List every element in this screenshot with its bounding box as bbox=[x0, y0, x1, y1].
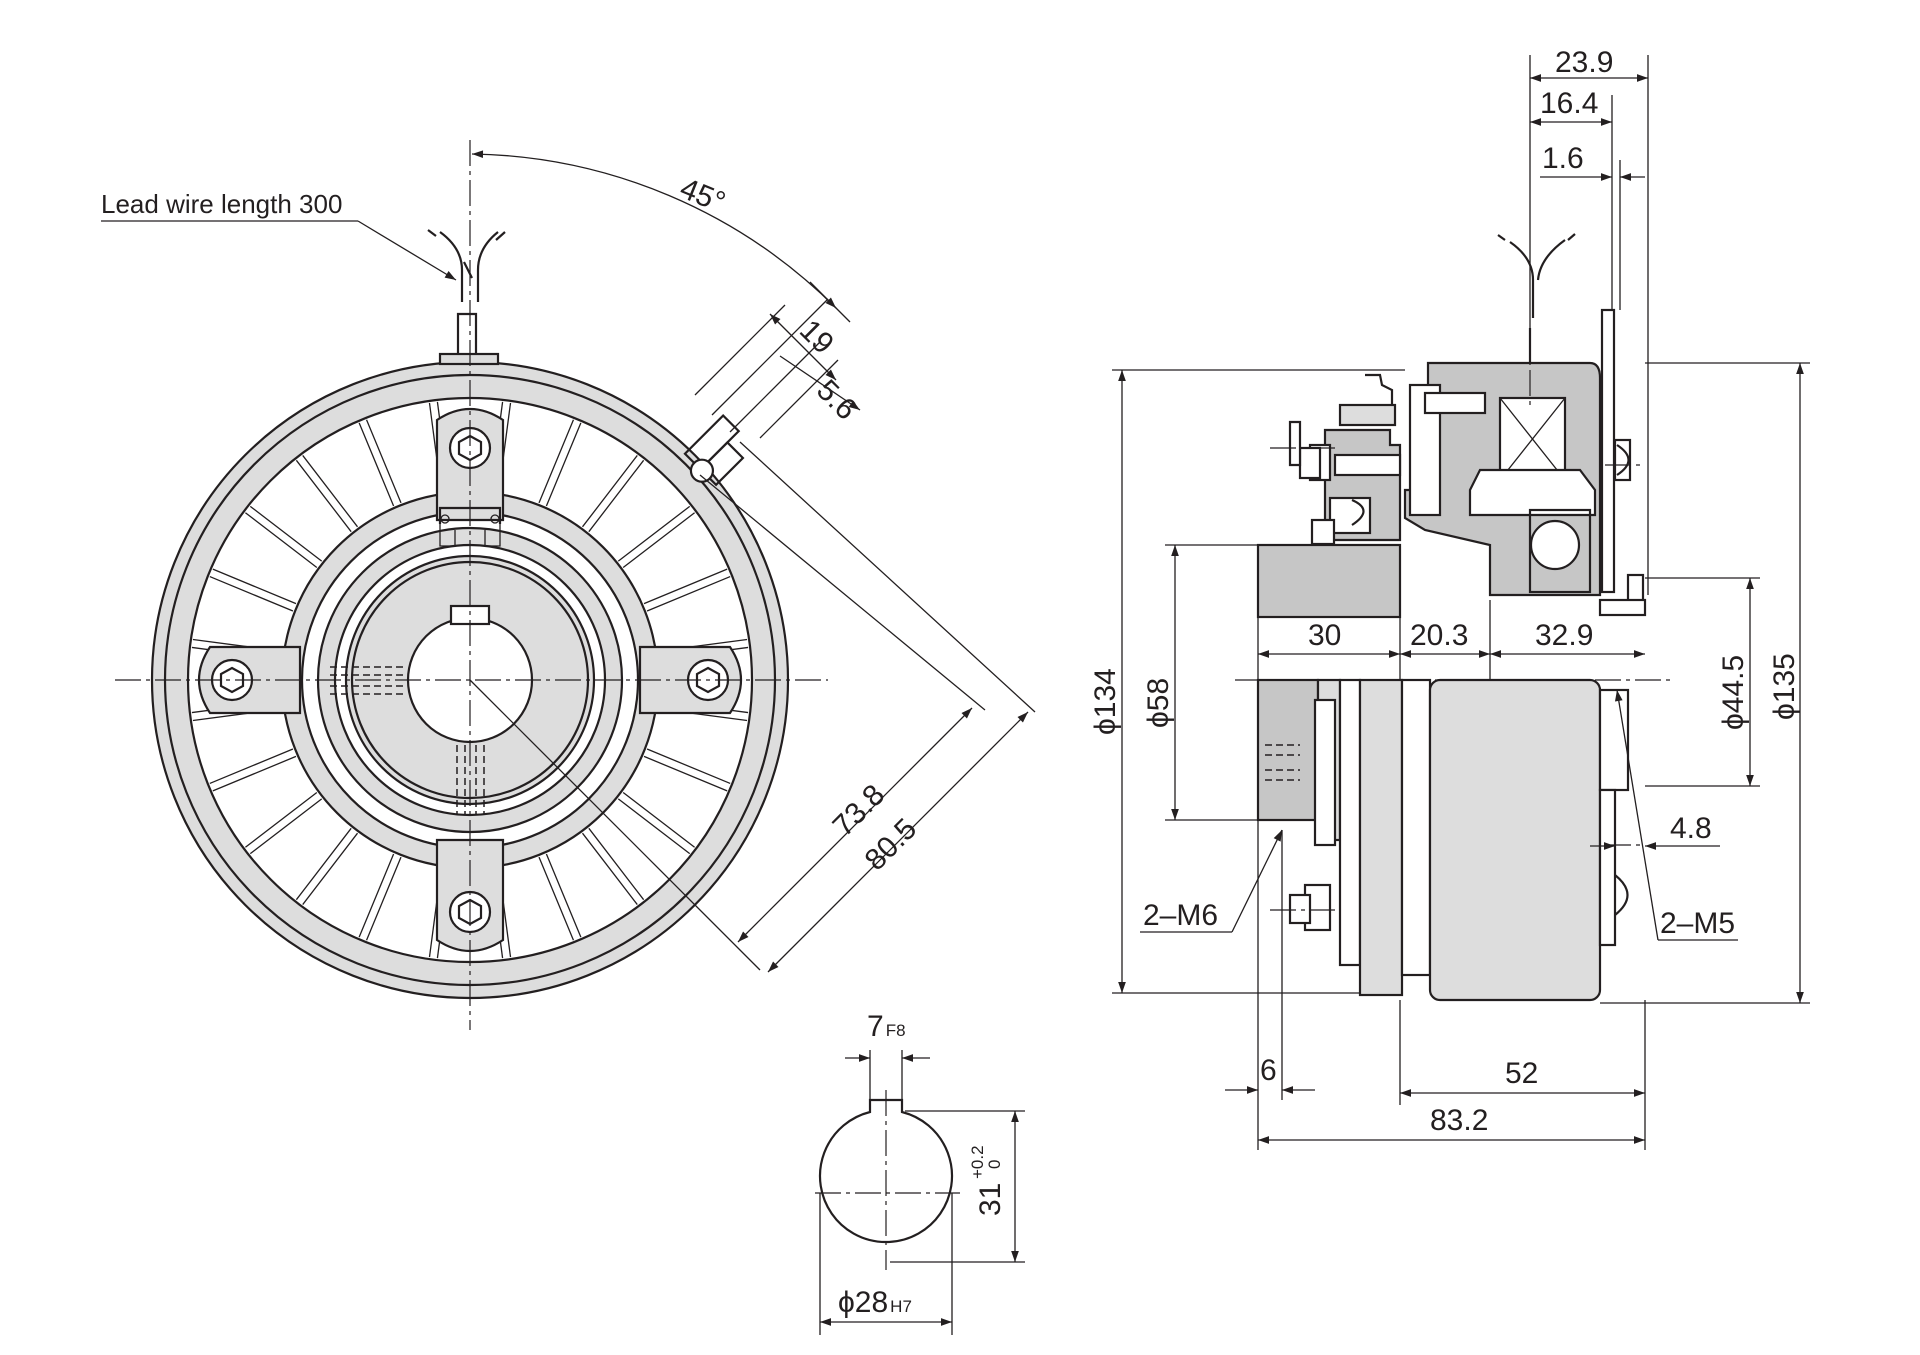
thread-notes: 2–M6 2–M5 bbox=[1140, 689, 1738, 941]
spoke-line bbox=[538, 419, 575, 504]
dim-19-label: 19 bbox=[793, 314, 840, 361]
spoke-line bbox=[209, 575, 294, 612]
spoke-line bbox=[643, 755, 728, 792]
spoke-line bbox=[581, 832, 638, 905]
dia-134-label: ϕ134 bbox=[1089, 668, 1122, 735]
armature-disc bbox=[1358, 678, 1404, 997]
spoke-line bbox=[643, 568, 728, 605]
spoke-line bbox=[617, 505, 691, 562]
hub-flange-upper bbox=[1256, 543, 1402, 619]
thread-m6-label: 2–M6 bbox=[1143, 899, 1218, 932]
spoke-line bbox=[212, 568, 297, 605]
spoke-line bbox=[365, 419, 402, 504]
bearing-ball bbox=[1529, 519, 1581, 571]
spoke-line bbox=[622, 512, 695, 569]
field-body bbox=[1428, 678, 1602, 1002]
spoke-line bbox=[245, 791, 318, 848]
spoke-line bbox=[538, 856, 575, 941]
spoke-line bbox=[245, 512, 318, 569]
axial-dimensions: 30 20.3 32.9 bbox=[1257, 545, 1645, 680]
spoke-line bbox=[295, 459, 352, 533]
spoke-line bbox=[358, 853, 395, 938]
spoke-line bbox=[646, 748, 731, 785]
spoke-line bbox=[302, 455, 359, 528]
dim-30-label: 30 bbox=[1308, 619, 1341, 652]
key-depth-tol-upper: +0.2 bbox=[968, 1145, 987, 1179]
dia-44-5-label: ϕ44.5 bbox=[1717, 655, 1750, 730]
dim-16-4-label: 16.4 bbox=[1540, 87, 1598, 120]
terminal-tab bbox=[683, 413, 745, 487]
lead-wire-outlet bbox=[438, 352, 500, 366]
spoke-line bbox=[358, 422, 395, 507]
spoke-line bbox=[588, 827, 645, 901]
lead-wire-note: Lead wire length 300 bbox=[101, 189, 342, 219]
side-view: 23.9 16.4 1.6 30 20.3 32.9 ϕ134 ϕ58 bbox=[1089, 46, 1810, 1150]
dim-1-6-label: 1.6 bbox=[1542, 142, 1584, 175]
dim-4-8: 4.8 bbox=[1590, 800, 1720, 850]
dim-20-3-label: 20.3 bbox=[1410, 619, 1468, 652]
dim-32-9-label: 32.9 bbox=[1535, 619, 1593, 652]
spoke-line bbox=[545, 422, 582, 507]
diameter-dimensions-right: ϕ135 ϕ44.5 bbox=[1600, 362, 1810, 1004]
dim-6-label: 6 bbox=[1260, 1054, 1277, 1087]
bolt-upper bbox=[1288, 420, 1302, 467]
dia-135-label: ϕ135 bbox=[1768, 653, 1801, 720]
front-view: 45° Lead wire length 300 19 5.6 73.8 80.… bbox=[101, 140, 1036, 1030]
spoke-line bbox=[588, 459, 645, 533]
bottom-dimensions: 6 52 83.2 bbox=[1225, 820, 1646, 1150]
spoke-line bbox=[295, 827, 352, 901]
spoke-line bbox=[365, 856, 402, 941]
dim-52-label: 52 bbox=[1505, 1057, 1538, 1090]
torque-arm bbox=[1600, 308, 1616, 594]
spoke-line bbox=[249, 505, 323, 562]
key-depth-label: 31 bbox=[974, 1183, 1007, 1216]
lead-wires bbox=[439, 231, 506, 302]
angle-label: 45° bbox=[675, 172, 729, 220]
spoke-line bbox=[212, 755, 297, 792]
spoke-line bbox=[581, 455, 638, 528]
thread-m5-label: 2–M5 bbox=[1660, 907, 1735, 940]
spoke-line bbox=[545, 853, 582, 938]
thread-hidden-lines bbox=[1265, 744, 1300, 781]
spoke-line bbox=[209, 748, 294, 785]
radial-line-45 bbox=[469, 679, 761, 971]
side-lead-wires bbox=[1497, 233, 1576, 363]
spoke-line bbox=[617, 798, 691, 855]
key-depth-tol-lower: 0 bbox=[985, 1160, 1004, 1169]
spoke-line bbox=[646, 575, 731, 612]
spoke-line bbox=[249, 798, 323, 855]
spoke-line bbox=[302, 832, 359, 905]
angle-dimension-arc bbox=[471, 150, 837, 309]
hub-flange-lower bbox=[1256, 678, 1320, 822]
dia-58-label: ϕ58 bbox=[1142, 678, 1175, 728]
dim-23-9-label: 23.9 bbox=[1555, 46, 1613, 79]
set-screw-hidden-lines bbox=[330, 666, 485, 815]
diameter-dimensions-left: ϕ134 ϕ58 bbox=[1089, 369, 1405, 994]
dim-83-2-label: 83.2 bbox=[1430, 1104, 1488, 1137]
dim-4-8-label: 4.8 bbox=[1670, 812, 1712, 845]
top-dimensions: 23.9 16.4 1.6 bbox=[1529, 46, 1649, 595]
spoke-line bbox=[622, 791, 695, 848]
